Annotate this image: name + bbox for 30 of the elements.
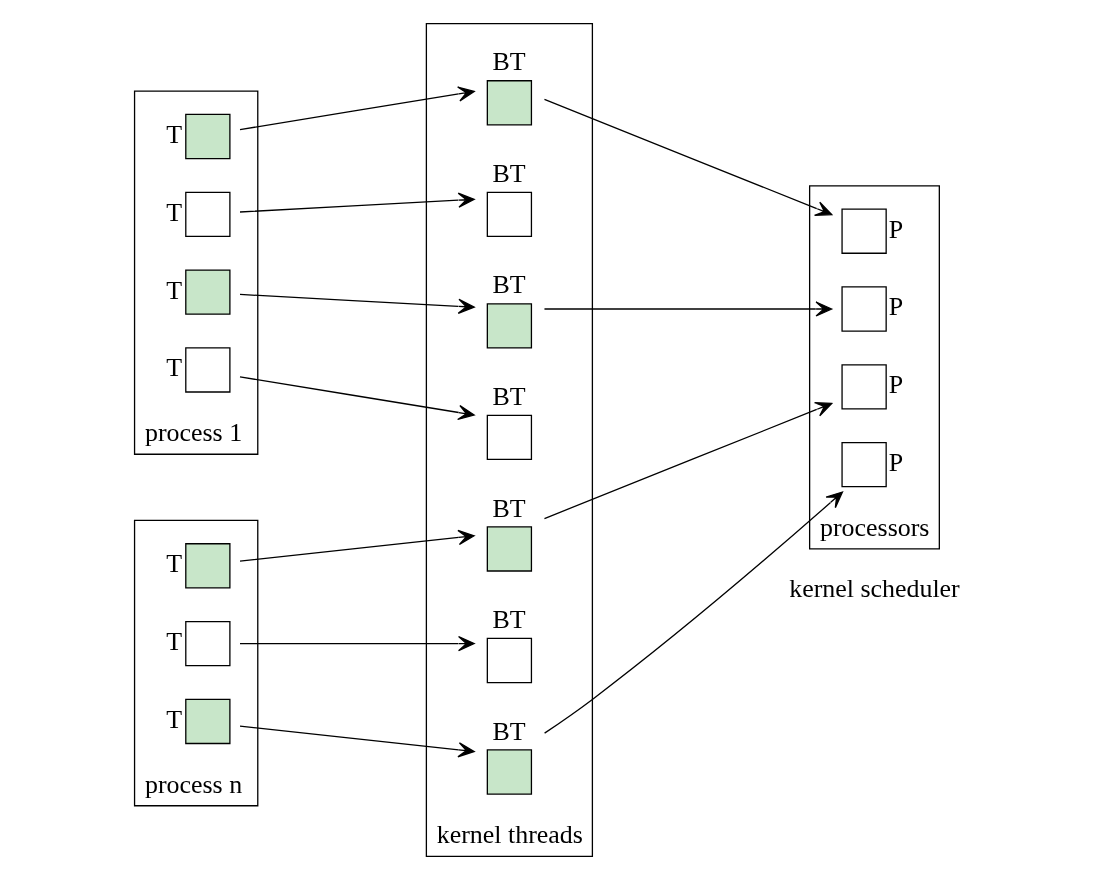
node-label: T bbox=[166, 353, 183, 383]
arrow bbox=[239, 376, 475, 421]
node-label: P bbox=[888, 448, 904, 478]
arrow bbox=[239, 86, 475, 131]
arrow bbox=[239, 725, 475, 758]
label: kernel scheduler bbox=[789, 573, 960, 603]
node-label: BT bbox=[492, 493, 526, 523]
node-label: T bbox=[166, 704, 183, 734]
arrow bbox=[543, 402, 833, 520]
node-label: P bbox=[888, 214, 904, 244]
node-label: T bbox=[166, 197, 183, 227]
node-label: BT bbox=[492, 270, 526, 300]
arrow bbox=[239, 192, 475, 213]
node-label: T bbox=[166, 275, 183, 305]
node-label: P bbox=[888, 292, 904, 322]
node-label: BT bbox=[492, 158, 526, 188]
node-label: T bbox=[166, 627, 183, 657]
node-label: T bbox=[166, 549, 183, 579]
arrow bbox=[543, 98, 833, 216]
arrow bbox=[239, 293, 475, 314]
node-label: T bbox=[166, 119, 183, 149]
arrow bbox=[543, 301, 833, 317]
arrow bbox=[239, 529, 475, 562]
node-label: BT bbox=[492, 47, 526, 77]
node-label: BT bbox=[492, 605, 526, 635]
arrow bbox=[543, 491, 844, 734]
node-label: P bbox=[888, 370, 904, 400]
arrow bbox=[239, 635, 475, 652]
node-label: BT bbox=[492, 716, 526, 746]
node-label: BT bbox=[492, 381, 526, 411]
